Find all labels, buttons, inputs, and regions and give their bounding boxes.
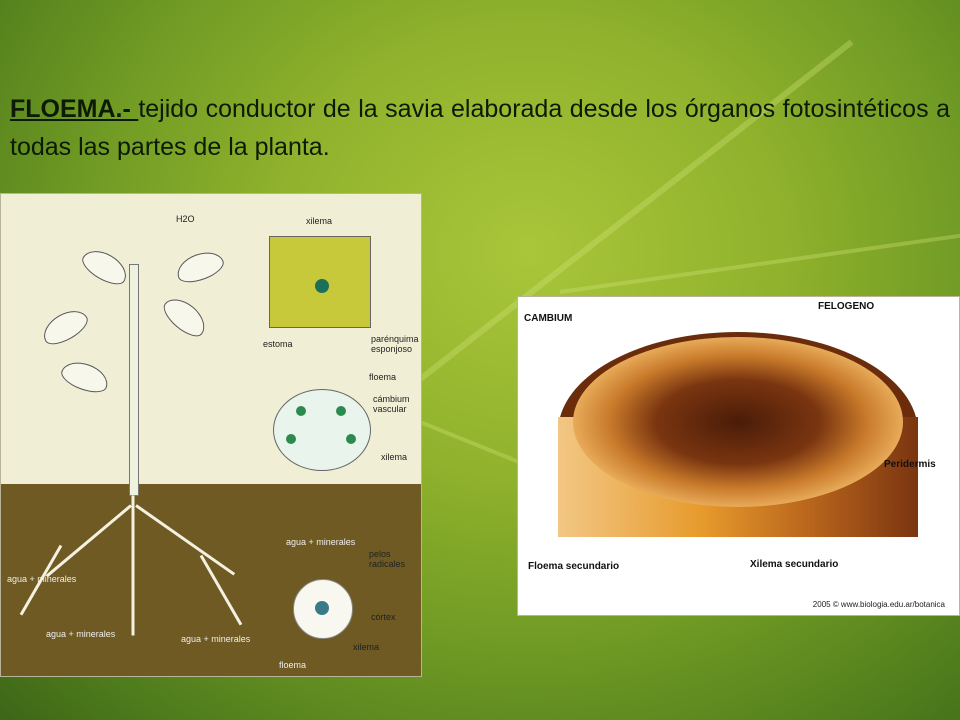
root-line	[131, 495, 135, 636]
leaf-shape	[158, 291, 212, 343]
label-cambium: cámbium vascular	[373, 394, 410, 414]
label-xilema-secundario: Xilema secundario	[750, 559, 839, 570]
label-parenquima: parénquima esponjoso	[371, 334, 419, 354]
stem-bundle	[286, 434, 296, 444]
label-felogeno: FELOGENO	[818, 301, 875, 312]
stem-bundle	[336, 406, 346, 416]
label-agua-4: agua + minerales	[286, 537, 356, 547]
label-peridermis: Peridermis	[884, 459, 936, 470]
leaf-shape	[77, 243, 133, 291]
label-agua-3: agua + minerales	[181, 634, 251, 644]
soil-area	[1, 484, 421, 676]
label-xilema-top: xilema	[306, 216, 333, 226]
stem-bundle	[346, 434, 356, 444]
leaf-shape	[173, 246, 227, 288]
plant-stem	[129, 264, 139, 496]
label-agua-1: agua + minerales	[7, 574, 77, 584]
trunk-top	[573, 337, 903, 507]
label-h2o: H2O	[176, 214, 195, 224]
heading-description: tejido conductor de la savia elaborada d…	[10, 95, 950, 161]
label-floema: floema	[369, 372, 397, 382]
label-xilema-mid: xilema	[381, 452, 408, 462]
label-cortex: córtex	[371, 612, 396, 622]
label-cambium: CAMBIUM	[524, 313, 573, 324]
stem-cross-section	[273, 389, 371, 471]
slide-heading: FLOEMA.- tejido conductor de la savia el…	[10, 90, 950, 166]
heading-title-word: FLOEMA.-	[10, 95, 139, 123]
root-core	[315, 601, 329, 615]
label-estoma: estoma	[263, 339, 293, 349]
label-agua-2: agua + minerales	[46, 629, 116, 639]
trunk-diagram: CAMBIUM FELOGENO Peridermis Floema secun…	[517, 296, 960, 616]
label-pelos: pelos radicales	[369, 549, 406, 569]
vascular-bundle	[315, 279, 329, 293]
leaf-vein	[559, 231, 960, 294]
label-floema-root: floema	[279, 660, 307, 670]
credit-text: 2005 © www.biologia.edu.ar/botanica	[812, 600, 945, 609]
leaf-shape	[58, 356, 112, 398]
stem-bundle	[296, 406, 306, 416]
plant-diagram: xilema estoma parénquima esponjoso floem…	[0, 193, 422, 677]
leaf-shape	[37, 303, 93, 351]
label-xilema-root: xilema	[353, 642, 380, 652]
label-floema-secundario: Floema secundario	[528, 561, 620, 572]
